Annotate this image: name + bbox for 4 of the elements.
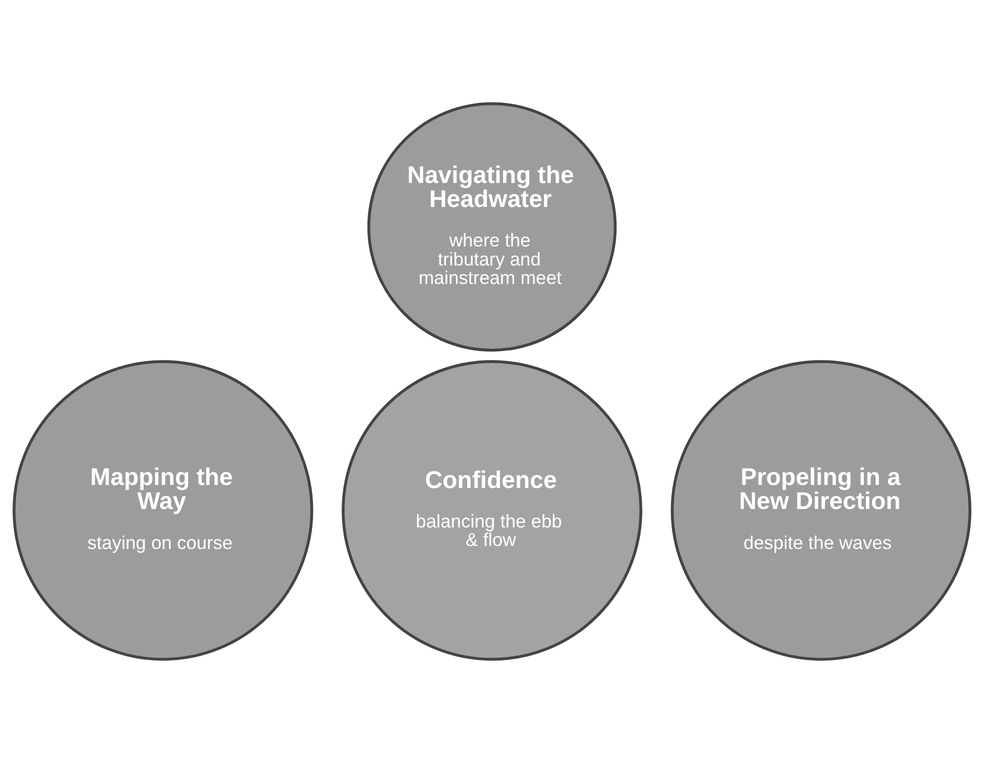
node-circle: Propeling in a New Direction despite the waves [670,360,972,660]
node-circle: Navigating the Headwater where the tributary and mainstream meet [367,102,617,352]
node-circle: Mapping the Way staying on course [12,360,314,660]
node-circle: Confidence balancing the ebb & flow [342,360,642,660]
